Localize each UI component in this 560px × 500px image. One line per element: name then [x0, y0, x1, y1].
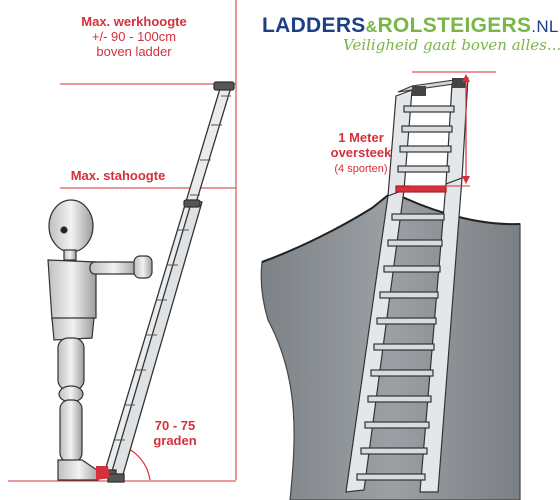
- roof-edge: [261, 190, 521, 263]
- overhang-arrow-down: [462, 176, 470, 184]
- brand-logo: LADDERS&ROLSTEIGERS.NL: [262, 14, 559, 38]
- overhang-line2: oversteek: [330, 145, 392, 160]
- work-height-label: Max. werkhoogte +/- 90 - 100cm boven lad…: [64, 14, 204, 59]
- work-height-line3: boven ladder: [96, 44, 172, 59]
- angle-label: 70 - 75 graden: [140, 418, 210, 448]
- brand-suffix: .NL: [531, 17, 559, 36]
- foot-highlight: [96, 466, 110, 480]
- angle-line2: graden: [153, 433, 197, 448]
- angle-line1: 70 - 75: [154, 418, 196, 433]
- work-height-line2: +/- 90 - 100cm: [91, 29, 177, 44]
- brand-slogan: Veiligheid gaat boven alles...: [343, 36, 560, 54]
- overhang-label: 1 Meter oversteek: [316, 130, 406, 160]
- overhang-sub: (4 sporten): [334, 163, 388, 175]
- test-dummy: [47, 199, 153, 481]
- brand-part1: LADDERS: [262, 14, 366, 37]
- stand-height-label: Max. stahoogte: [70, 168, 166, 183]
- work-height-line1: Max. werkhoogte: [81, 14, 187, 29]
- overhang-arrow-up: [462, 74, 470, 82]
- overhang-line1: 1 Meter: [338, 130, 384, 145]
- brand-part2: ROLSTEIGERS: [377, 14, 532, 37]
- leaning-ladder: [99, 81, 235, 483]
- brand-amp: &: [365, 19, 378, 36]
